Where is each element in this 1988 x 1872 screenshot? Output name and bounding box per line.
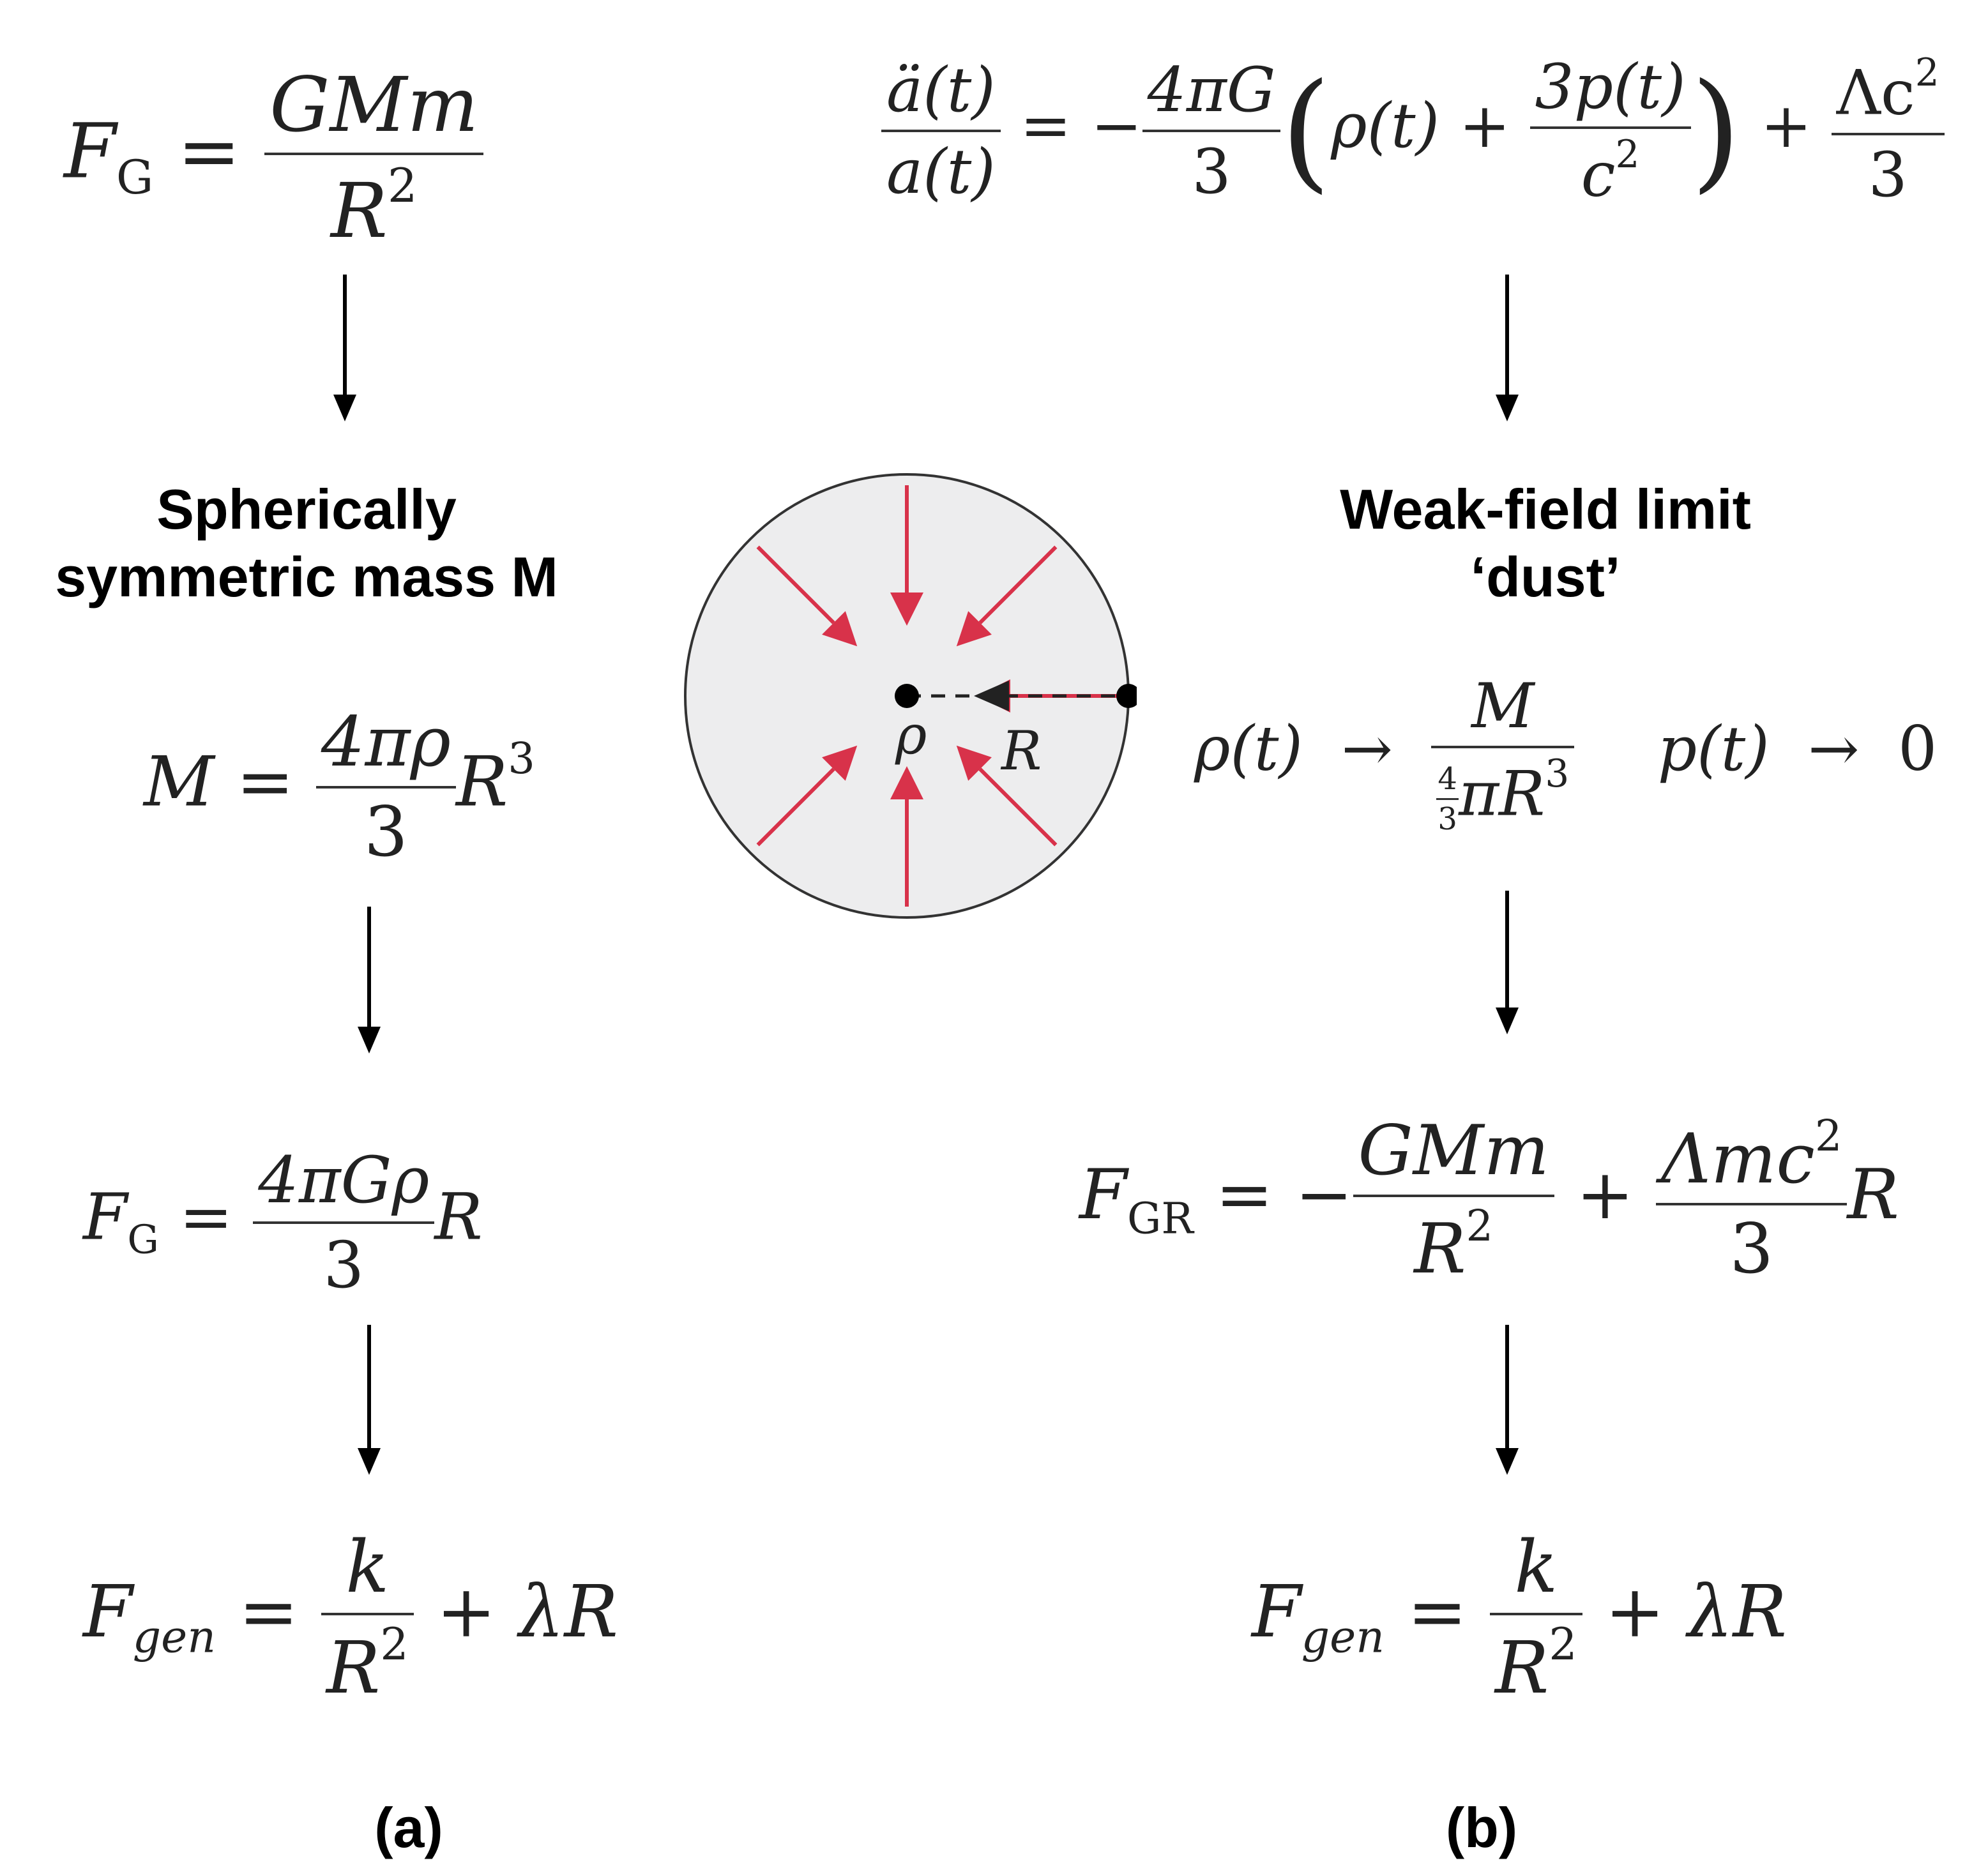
fraction: M 4 3 πR3 xyxy=(1431,670,1575,837)
fraction: 4πρ 3 xyxy=(315,702,456,872)
fraction: Λc2 3 xyxy=(1831,51,1945,211)
fraction: GMm R2 xyxy=(264,61,484,255)
fraction: 4πGρ 3 xyxy=(253,1143,435,1302)
fraction: ä(t) a(t) xyxy=(881,54,1001,208)
spherical-mass-label: Spherically symmetric mass M xyxy=(55,478,558,608)
fraction: 3p(t) c2 xyxy=(1529,51,1691,211)
generalized-force-equation-b: Fgen = k R2 + λR xyxy=(1252,1526,1787,1710)
inward-force-arrow xyxy=(890,485,923,626)
gr-force-equation: FGR = − GMm R2 + Λmc2 3 R xyxy=(1079,1111,1899,1290)
down-arrow-a3 xyxy=(358,1325,381,1475)
inward-force-arrow xyxy=(956,545,1058,647)
down-arrow-b3 xyxy=(1496,1325,1519,1475)
caption-b: (b) xyxy=(1445,1796,1518,1859)
fraction: k R2 xyxy=(321,1526,414,1710)
inward-force-arrow xyxy=(756,745,858,847)
fraction: GMm R2 xyxy=(1353,1111,1554,1289)
collapsing-sphere-diagram: ρ R xyxy=(684,473,1137,919)
down-arrow-a1 xyxy=(333,275,356,421)
inward-force-arrow xyxy=(756,545,858,647)
force-density-equation: FG = 4πGρ 3 R xyxy=(83,1143,483,1302)
mass-density-equation: M = 4πρ 3 R3 xyxy=(144,702,535,872)
inward-force-arrow xyxy=(890,766,923,907)
fraction: 4πG 3 xyxy=(1142,54,1281,208)
fraction: Λmc2 3 xyxy=(1655,1111,1848,1289)
down-arrow-b1 xyxy=(1496,275,1519,421)
down-arrow-a2 xyxy=(358,907,381,1053)
fraction: k R2 xyxy=(1490,1526,1582,1710)
dust-limit-equation: ρ(t) → M 4 3 πR3 p(t) → 0 xyxy=(1194,670,1938,838)
newton-gravity-equation: FG = GMm R2 xyxy=(64,61,484,255)
inward-force-arrow xyxy=(956,745,1058,847)
radius-label: R xyxy=(1000,720,1042,782)
surface-point xyxy=(1116,684,1137,708)
inward-force-arrows xyxy=(756,485,1118,907)
density-label: ρ xyxy=(895,704,927,766)
weak-field-label: Weak-field limit ‘dust’ xyxy=(1340,478,1751,608)
friedmann-acceleration-equation: ä(t) a(t) = − 4πG 3 (ρ(t) + 3p(t) c2 ) +… xyxy=(881,51,1945,211)
caption-a: (a) xyxy=(374,1796,443,1859)
down-arrow-b2 xyxy=(1496,891,1519,1034)
center-point xyxy=(895,684,919,708)
generalized-force-equation-a: Fgen = k R2 + λR xyxy=(83,1526,618,1710)
